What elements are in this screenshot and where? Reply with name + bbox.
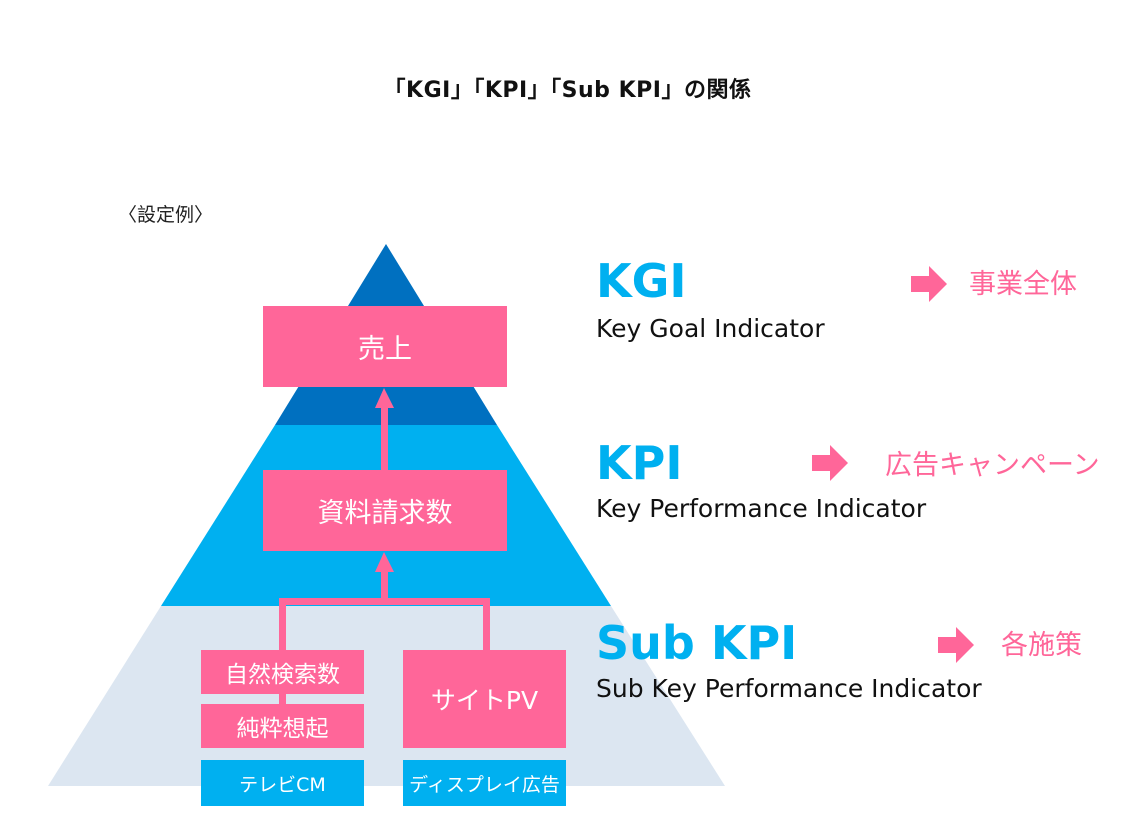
level-scope-subkpi: 各施策: [1001, 630, 1082, 661]
right-arrow-icon: [911, 266, 947, 302]
connector-line: [381, 572, 388, 604]
arrow-head-to-kgi: [375, 388, 394, 408]
kgi-box: 売上: [263, 306, 507, 387]
level-full-kgi: Key Goal Indicator: [596, 314, 825, 343]
connector-line: [279, 598, 490, 605]
connector-line: [279, 598, 286, 650]
level-scope-kgi: 事業全体: [969, 269, 1077, 300]
subkpi-box-pure-recall: 純粋想起: [201, 704, 364, 748]
level-scope-kpi: 広告キャンペーン: [885, 450, 1100, 481]
kgi-box-label: 売上: [358, 334, 412, 365]
level-full-subkpi: Sub Key Performance Indicator: [596, 674, 982, 703]
connector-line: [483, 598, 490, 650]
subkpi-label: 純粋想起: [236, 716, 329, 742]
diagram-title: 「KGI」「KPI」「Sub KPI」の関係: [383, 78, 752, 103]
level-full-kpi: Key Performance Indicator: [596, 494, 927, 523]
example-label: 〈設定例〉: [118, 204, 214, 226]
right-arrow-icon: [812, 445, 848, 481]
kpi-box-label: 資料請求数: [317, 498, 453, 529]
measure-box-display-ad: ディスプレイ広告: [403, 760, 566, 806]
level-abbr-kpi: KPI: [596, 436, 683, 490]
kpi-box: 資料請求数: [263, 470, 507, 551]
subkpi-label: 自然検索数: [225, 662, 340, 688]
level-abbr-subkpi: Sub KPI: [596, 616, 798, 670]
right-arrow-icon: [938, 627, 974, 663]
subkpi-label: サイトPV: [430, 686, 539, 715]
arrow-head-to-kpi: [375, 552, 394, 572]
measure-label: ディスプレイ広告: [409, 773, 560, 796]
subkpi-box-natural-search: 自然検索数: [201, 650, 364, 694]
connector-line: [381, 408, 388, 470]
measure-box-tv-cm: テレビCM: [201, 760, 364, 806]
connector-line: [279, 694, 286, 704]
measure-label: テレビCM: [239, 773, 326, 796]
subkpi-box-site-pv: サイトPV: [403, 650, 566, 748]
level-abbr-kgi: KGI: [596, 254, 687, 308]
